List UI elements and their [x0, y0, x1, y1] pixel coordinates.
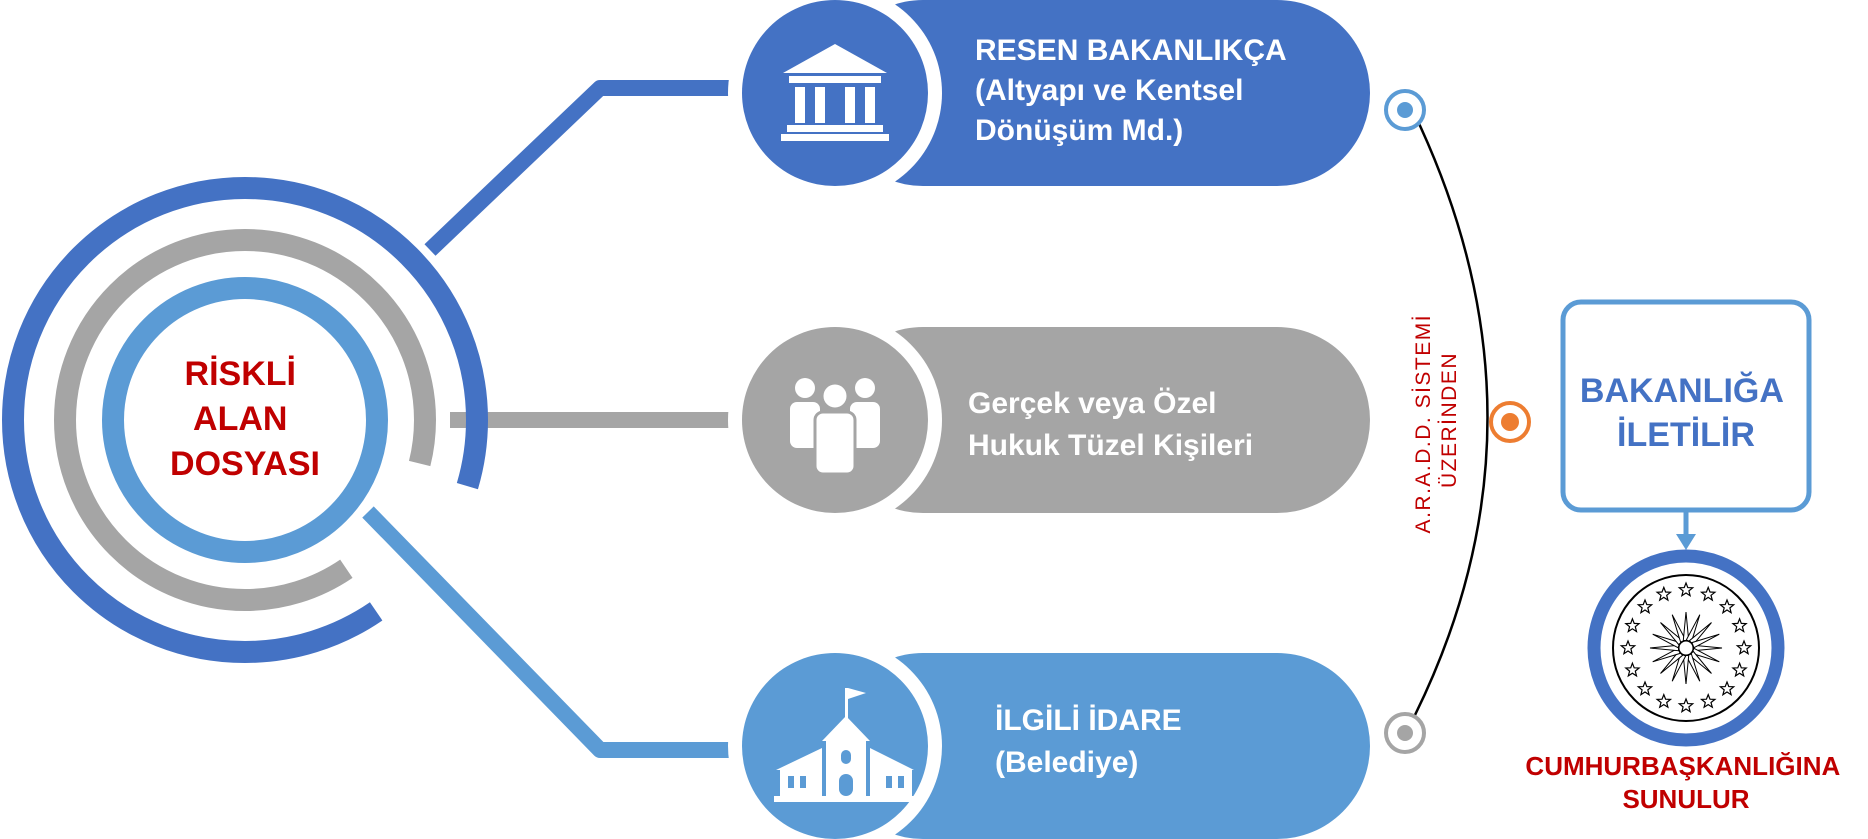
seal-star [1699, 585, 1717, 602]
seal-star [1636, 680, 1654, 697]
seal-sun-ray [1652, 633, 1681, 649]
outer-ring [2, 177, 488, 663]
seal-star [1718, 680, 1736, 697]
ministry-box-text: BAKANLIĞA İLETİLİR [1580, 372, 1792, 454]
pill-ministry-line-1: RESEN BAKANLIKÇA [975, 34, 1286, 67]
pill-local-authority [830, 653, 1370, 839]
arc-node-top-dot [1397, 102, 1413, 118]
seal-sun-ray [1691, 633, 1720, 649]
seal-star [1619, 639, 1637, 656]
center-title-line-2: ALAN [193, 400, 287, 438]
center-title-line-1: RİSKLİ [185, 355, 296, 393]
branch-persons: Gerçek veya Özel Hukuk Tüzel Kişileri [728, 313, 1370, 527]
seal-star [1677, 581, 1695, 598]
seal-sun-ray [1691, 647, 1720, 663]
arc-node-bottom-dot [1397, 725, 1413, 741]
pill-local-authority-line-1: İLGİLİ İDARE [995, 704, 1182, 737]
town-hall-icon-windows [788, 750, 904, 796]
seal-sun-core [1678, 640, 1694, 656]
branch-local-authority: İLGİLİ İDARE (Belediye) [728, 639, 1370, 839]
arc-node-middle-dot [1501, 413, 1519, 431]
seal-sun-ray [1688, 650, 1712, 674]
center-title: RİSKLİ ALAN DOSYASI [170, 355, 320, 483]
seal-sun-ray [1671, 653, 1687, 682]
seal-star [1718, 598, 1736, 615]
seal-star [1677, 697, 1695, 714]
middle-ring [54, 229, 436, 611]
ministry-box-line-2: İLETİLİR [1617, 416, 1755, 454]
seal-sun-ray [1660, 622, 1684, 646]
seal-sun [1649, 611, 1723, 685]
seal-star [1731, 661, 1748, 678]
system-label-line-1: A.R.A.D.D. SİSTEMİ [1412, 314, 1435, 534]
seal-star [1699, 692, 1717, 709]
seal-sun-ray [1688, 622, 1712, 646]
ministry-box-line-1: BAKANLIĞA [1580, 372, 1783, 410]
ministry-box-frame [1560, 299, 1812, 513]
seal-stars [1619, 581, 1753, 714]
ministry-box: BAKANLIĞA İLETİLİR [1560, 299, 1812, 550]
footer-line-2: SUNULUR [1622, 784, 1749, 814]
connectors [362, 80, 760, 758]
seal-sun-ray [1671, 614, 1687, 643]
pill-ministry-line-3: Dönüşüm Md.) [975, 114, 1183, 147]
center-rings: RİSKLİ ALAN DOSYASI [2, 177, 488, 663]
system-arc: A.R.A.D.D. SİSTEMİ ÜZERİNDEN [1384, 89, 1531, 754]
pill-ministry-text: RESEN BAKANLIKÇA (Altyapı ve Kentsel Dön… [975, 34, 1294, 147]
seal-sun-ray [1652, 647, 1681, 663]
seal-star [1655, 692, 1673, 709]
seal-star [1655, 585, 1673, 602]
arc-line [1413, 114, 1489, 716]
inner-ring [102, 277, 388, 563]
seal-star [1624, 617, 1641, 633]
branch-ministry: RESEN BAKANLIKÇA (Altyapı ve Kentsel Dön… [728, 0, 1370, 200]
pill-persons-text: Gerçek veya Özel Hukuk Tüzel Kişileri [968, 387, 1253, 462]
people-group-icon [790, 378, 880, 476]
pill-persons-line-1: Gerçek veya Özel [968, 387, 1217, 420]
system-label-line-2: ÜZERİNDEN [1438, 352, 1461, 488]
seal-star [1731, 617, 1748, 633]
pill-persons [830, 327, 1370, 513]
pill-ministry-line-2: (Altyapı ve Kentsel [975, 74, 1243, 107]
government-building-icon [781, 44, 889, 141]
seal-star [1636, 598, 1654, 615]
center-title-line-3: DOSYASI [170, 445, 320, 483]
seal-star [1624, 661, 1641, 678]
pill-local-authority-text: İLGİLİ İDARE (Belediye) [995, 704, 1190, 779]
pill-persons-line-2: Hukuk Tüzel Kişileri [968, 429, 1253, 462]
connector-top [424, 80, 760, 256]
seal-sun-ray [1685, 653, 1701, 682]
footer-line-1: CUMHURBAŞKANLIĞINA [1525, 751, 1840, 781]
pill-ministry [830, 0, 1370, 186]
seal-sun-ray [1685, 614, 1701, 643]
icon-badge-ministry [742, 0, 928, 186]
presidential-seal-icon [1587, 549, 1785, 747]
system-label: A.R.A.D.D. SİSTEMİ ÜZERİNDEN [1412, 307, 1461, 534]
seal-sun-ray [1660, 650, 1684, 674]
down-arrow-icon [1676, 534, 1696, 550]
connector-bottom [362, 506, 760, 758]
seal-star [1735, 639, 1753, 656]
pill-local-authority-line-2: (Belediye) [995, 746, 1138, 779]
footer-text: CUMHURBAŞKANLIĞINA SUNULUR [1525, 751, 1846, 814]
